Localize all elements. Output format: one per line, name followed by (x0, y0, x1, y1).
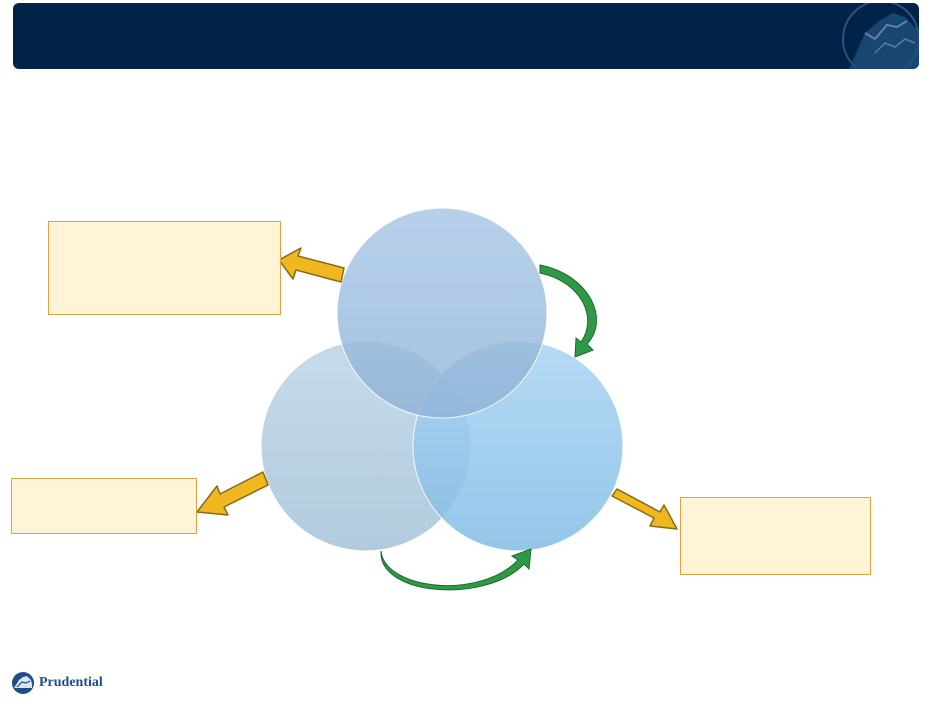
title-bar (13, 3, 919, 69)
rock-of-gibraltar-icon (842, 3, 919, 69)
callout-top-left (48, 221, 281, 315)
arrow-to-bottom-right-callout (611, 488, 678, 530)
green-cycle-arrow-bottom (380, 548, 532, 591)
arrow-to-top-left-callout (278, 247, 345, 283)
green-cycle-arrow-top-right (539, 264, 597, 358)
callout-bottom-left (11, 478, 197, 534)
prudential-rock-icon (12, 672, 34, 694)
prudential-wordmark: Prudential (39, 675, 103, 690)
top-circle (336, 207, 548, 419)
callout-bottom-right (680, 497, 871, 575)
arrow-to-bottom-left-callout (196, 471, 269, 516)
footer-logo: Prudential (11, 670, 103, 696)
